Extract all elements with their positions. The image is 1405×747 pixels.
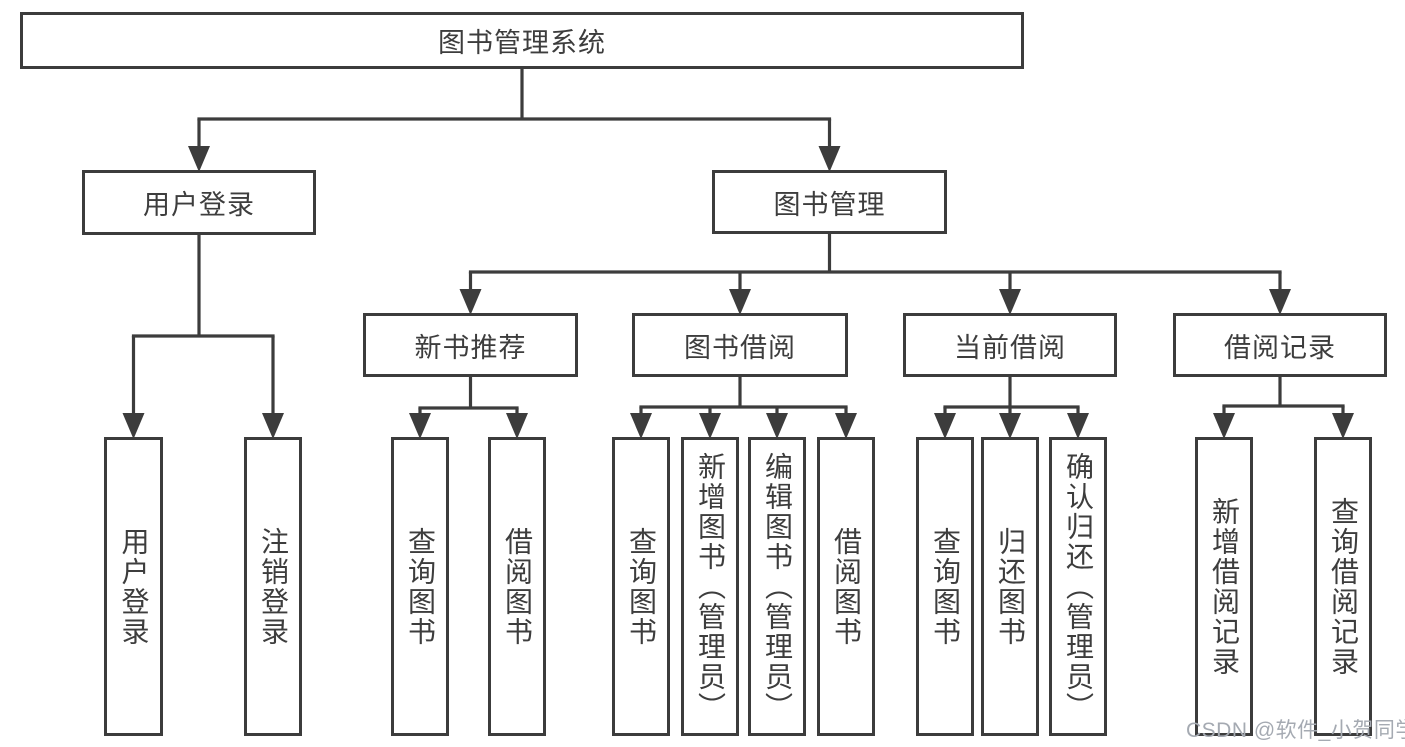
node-leaf-query-book-2: 查询图书 — [612, 437, 670, 736]
arrowhead-down — [459, 289, 482, 315]
edge-borrow-records — [1213, 375, 1354, 439]
node-current-borrow: 当前借阅 — [903, 313, 1117, 377]
node-new-book-rec: 新书推荐 — [363, 313, 578, 377]
node-leaf-borrow-book-1: 借阅图书 — [488, 437, 546, 736]
node-leaf-query-record: 查询借阅记录 — [1314, 437, 1372, 736]
node-leaf-borrow-book-2: 借阅图书 — [817, 437, 875, 736]
node-leaf-logout: 注销登录 — [244, 437, 302, 736]
node-leaf-return-book: 归还图书 — [981, 437, 1039, 736]
node-book-mgmt: 图书管理 — [712, 170, 947, 234]
node-leaf-query-book-1: 查询图书 — [391, 437, 449, 736]
arrowhead-down — [506, 413, 528, 439]
edge-root — [188, 67, 841, 172]
node-label: 图书借阅 — [684, 332, 796, 363]
edge-new-book-rec — [409, 375, 528, 439]
node-label: 图书管理系统 — [438, 28, 606, 58]
node-leaf-user-login: 用户登录 — [104, 437, 163, 736]
node-label: 查询图书 — [930, 526, 961, 647]
arrowhead-down — [1067, 413, 1089, 439]
node-label: 新书推荐 — [414, 332, 527, 363]
arrowhead-down — [766, 413, 788, 439]
node-label: 查询借阅记录 — [1328, 496, 1359, 677]
node-user-login: 用户登录 — [82, 170, 316, 235]
arrowhead-down — [409, 413, 431, 439]
arrowhead-down — [630, 413, 652, 439]
arrowhead-down — [729, 289, 751, 315]
node-label: 确认归还（管理员） — [1063, 451, 1094, 722]
arrowhead-down — [835, 413, 857, 439]
node-label: 借阅图书 — [502, 526, 533, 647]
arrowhead-down — [188, 146, 210, 172]
arrowhead-down — [122, 413, 145, 439]
node-label: 借阅记录 — [1224, 332, 1336, 363]
arrowhead-down — [699, 413, 721, 439]
node-leaf-confirm-return: 确认归还（管理员） — [1049, 437, 1107, 736]
node-label: 用户登录 — [143, 190, 255, 220]
watermark: CSDN @软件_小贺同学 — [1186, 719, 1405, 742]
arrowhead-down — [999, 289, 1021, 315]
node-leaf-edit-book: 编辑图书（管理员） — [748, 437, 806, 736]
node-leaf-add-book: 新增图书（管理员） — [681, 437, 739, 736]
node-leaf-query-book-3: 查询图书 — [916, 437, 974, 736]
arrowhead-down — [262, 413, 284, 439]
node-label: 图书管理 — [773, 189, 886, 220]
arrowhead-down — [1269, 289, 1291, 315]
node-root: 图书管理系统 — [20, 12, 1024, 69]
node-label: 当前借阅 — [954, 332, 1066, 363]
edge-user-login — [122, 233, 284, 439]
node-label: 用户登录 — [118, 526, 150, 647]
node-label: 编辑图书（管理员） — [762, 451, 793, 722]
node-label: 查询图书 — [626, 526, 657, 647]
node-label: 查询图书 — [405, 526, 436, 647]
node-borrow-records: 借阅记录 — [1173, 313, 1387, 377]
arrowhead-down — [1332, 413, 1354, 439]
node-book-borrow: 图书借阅 — [632, 313, 848, 377]
node-label: 注销登录 — [258, 526, 289, 647]
arrowhead-down — [999, 413, 1021, 439]
node-label: 新增图书（管理员） — [695, 451, 726, 722]
arrowhead-down — [934, 413, 956, 439]
node-leaf-add-record: 新增借阅记录 — [1195, 437, 1253, 736]
edge-book-borrow — [630, 375, 857, 439]
node-label: 借阅图书 — [831, 526, 862, 647]
edge-book-mgmt — [459, 232, 1291, 315]
edge-current-borrow — [934, 375, 1089, 439]
arrowhead-down — [818, 146, 841, 172]
arrowhead-down — [1213, 413, 1235, 439]
node-label: 归还图书 — [995, 526, 1026, 647]
node-label: 新增借阅记录 — [1209, 496, 1240, 677]
